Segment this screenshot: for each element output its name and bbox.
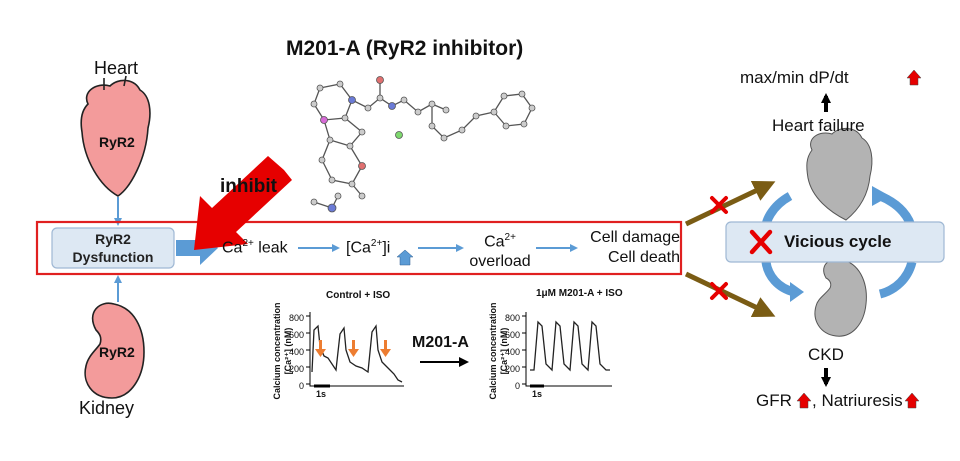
kidney-icon-left [84,302,145,399]
kidney-ryr2-label: RyR2 [99,344,135,360]
dpdt-label: max/min dP/dt [740,68,849,87]
cai-up-icon [396,249,414,266]
heart-failure-label: Heart failure [772,116,865,135]
dpdt-up-icon [906,69,922,86]
heart-ryr2-label: RyR2 [99,134,135,150]
inhibit-label: inhibit [220,176,277,197]
vicious-cycle-x [749,229,773,255]
vicious-cycle-label: Vicious cycle [784,232,892,251]
treated-trace-title: 1μM M201-A + ISO [536,288,623,299]
natriuresis-label: , Natriuresis [812,391,903,410]
gfr-up-icon [796,392,812,409]
heart-label: Heart [94,58,139,78]
ca-intracellular: [Ca2+]i [346,238,391,257]
heart-icon-right [806,128,873,221]
cell-damage: Cell damage [590,229,680,246]
figure-title: M201-A (RyR2 inhibitor) [286,37,524,60]
dysfunction-line2: Dysfunction [72,249,154,265]
cell-death: Cell death [607,249,680,266]
kidney-label: Kidney [79,398,135,418]
ca-leak: Ca2+ leak [222,238,288,257]
trace-axes [306,312,612,387]
heart-icon-left [80,75,151,197]
inhibit-arrow [194,156,292,250]
treated-trace [530,320,610,372]
ca-overload: Ca2+ overload [469,232,531,271]
control-trace-title: Control + ISO [326,290,391,301]
natriuresis-up-icon [904,392,920,409]
kidney-icon-right [814,258,867,337]
cell-outcomes: Cell damage Cell death [576,228,680,268]
gfr-label: GFR [756,391,792,410]
control-trace [311,324,403,383]
molecule-atoms [310,76,536,213]
control-scalebar: 1s [316,389,327,399]
orange-arrows [315,340,391,357]
ryr2-dysfunction-box: RyR2 Dysfunction [52,230,174,266]
dysfunction-line1: RyR2 [95,231,131,247]
molecule-structure [313,80,533,209]
pathway-box [35,220,683,276]
middle-drug-label: M201-A [412,334,469,351]
block-x-marks [710,196,728,300]
treated-scalebar: 1s [532,389,543,399]
ckd-label: CKD [808,345,844,364]
